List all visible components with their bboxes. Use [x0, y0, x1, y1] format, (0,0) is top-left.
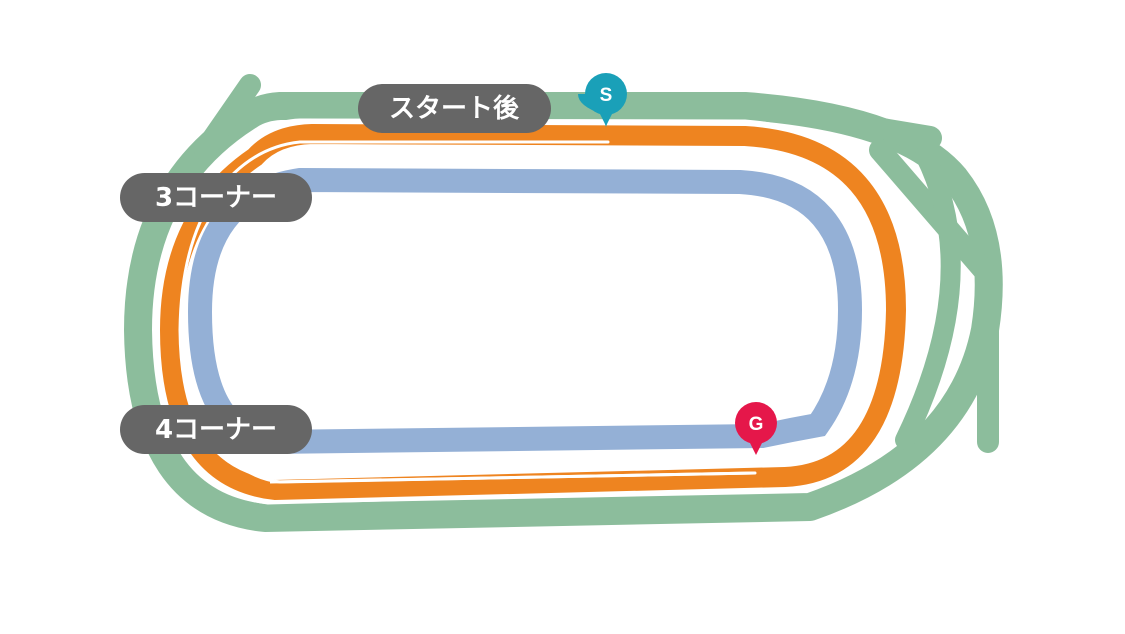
goal-marker-tip [748, 439, 764, 455]
start-marker-tip [598, 110, 614, 126]
label-corner-3: 3コーナー [120, 173, 312, 222]
label-corner-4-bg [120, 405, 312, 454]
start-marker-circle [585, 73, 627, 115]
turf-chute-top [858, 116, 942, 150]
turf-chute-diagonal [869, 139, 999, 286]
turf-entry-spur-left [194, 74, 261, 161]
start-marker-letter: S [600, 85, 613, 106]
dirt-rail-curve-left [178, 140, 757, 484]
dirt-inner-rail [178, 140, 757, 484]
label-corner-3-bg [120, 173, 312, 222]
label-corner-3-text: 3コーナー [155, 183, 277, 213]
goal-marker-circle [735, 402, 777, 444]
goal-marker[interactable]: G [735, 402, 777, 455]
label-corner-4: 4コーナー [120, 405, 312, 454]
label-start-after-bg [358, 84, 551, 133]
start-marker[interactable]: S [578, 73, 627, 127]
inner-course [187, 167, 863, 455]
turf-chute-inner-curve [895, 145, 961, 450]
goal-marker-letter: G [749, 414, 764, 435]
label-corner-4-text: 4コーナー [155, 415, 277, 445]
label-start-after-text: スタート後 [389, 93, 520, 124]
label-start-after: スタート後 [358, 84, 551, 133]
goal-line [269, 471, 756, 484]
